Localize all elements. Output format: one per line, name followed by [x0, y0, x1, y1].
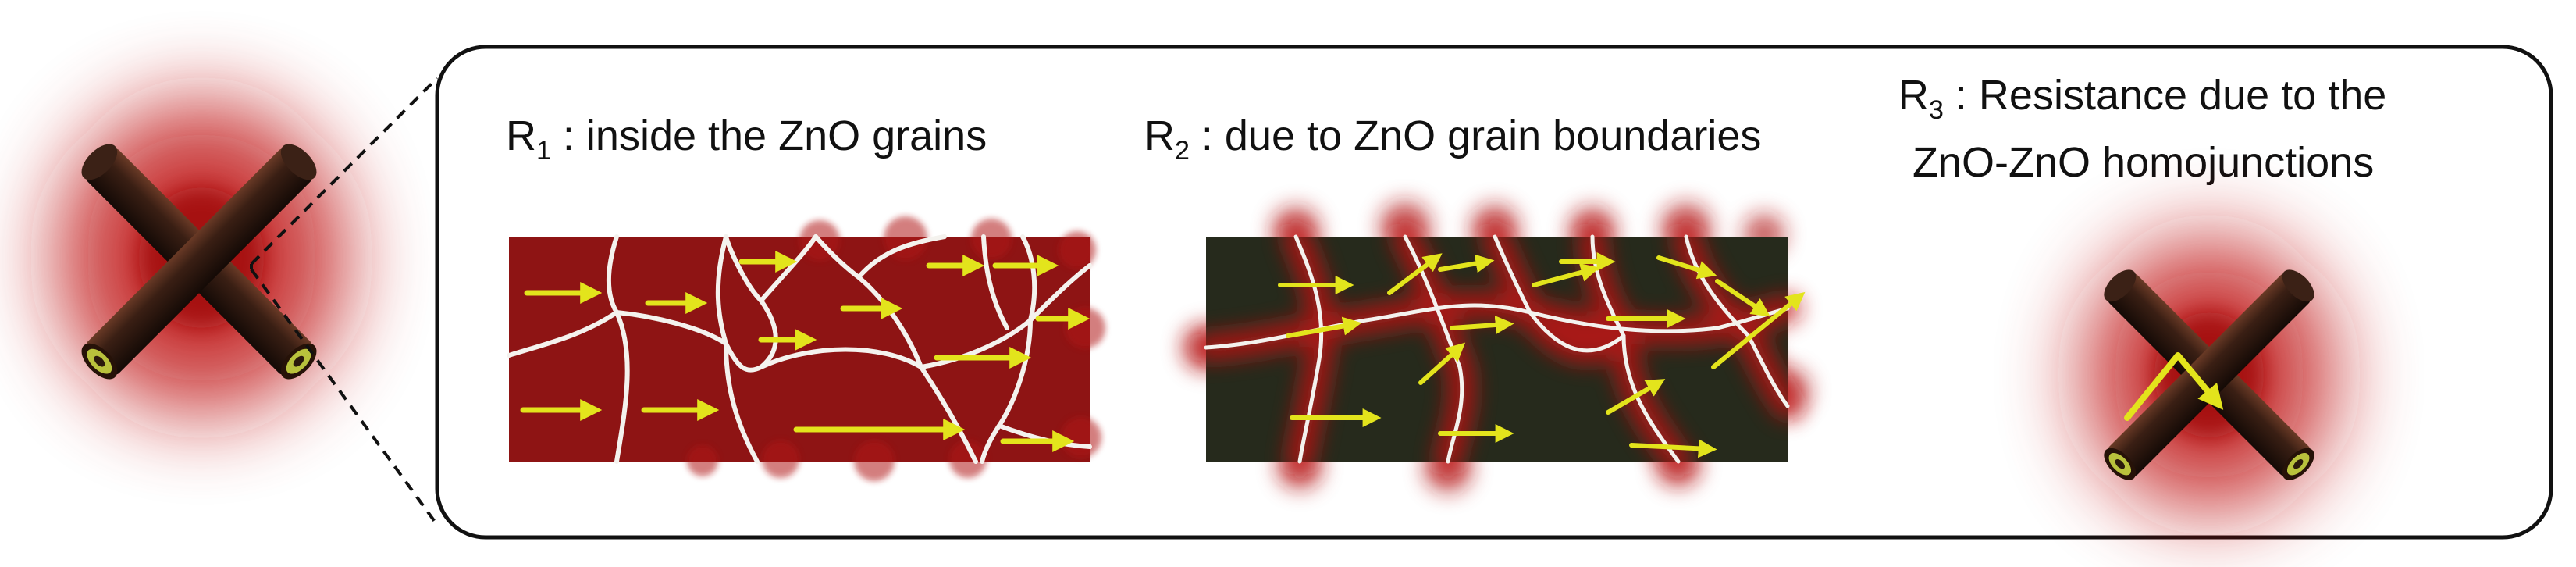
right-crossed-rods: [2084, 238, 2334, 512]
r2-label: R2 : due to ZnO grain boundaries: [1144, 112, 1761, 166]
left-crossed-rods: [57, 102, 346, 414]
r3-label: R3 : Resistance due to the ZnO-ZnO homoj…: [1898, 72, 2386, 186]
r2-boundary-panel: [1183, 201, 1809, 492]
dashed-zoom-lines: [250, 77, 439, 526]
current-arrow-icon: [2124, 352, 2224, 421]
svg-text:R2 : due to ZnO grain boundari: R2 : due to ZnO grain boundaries: [1144, 112, 1761, 166]
detail-panel: [435, 45, 2553, 540]
svg-text:R1 : inside the ZnO grains: R1 : inside the ZnO grains: [506, 112, 987, 166]
svg-text:ZnO-ZnO homojunctions: ZnO-ZnO homojunctions: [1912, 139, 2374, 186]
current-arrows-r1: [520, 251, 1091, 452]
r1-grain-panel: [507, 216, 1105, 481]
r1-label: R1 : inside the ZnO grains: [506, 112, 987, 166]
svg-text:R3 : Resistance due to the: R3 : Resistance due to the: [1898, 72, 2386, 125]
current-arrows-r2: [1278, 252, 1806, 458]
